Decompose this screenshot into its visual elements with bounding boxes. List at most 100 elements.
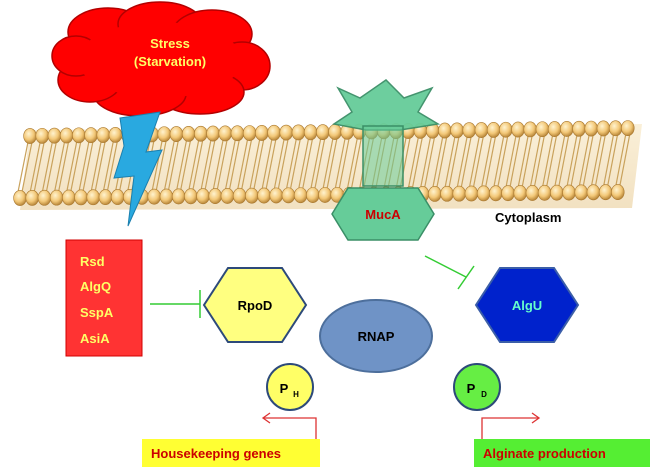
lipid-tail: [594, 134, 606, 187]
lipid-tail: [212, 139, 224, 191]
lightning-bolt-icon: [113, 111, 163, 227]
lipid-tail: [570, 134, 582, 187]
lipid-head: [586, 184, 601, 201]
lipid-head: [279, 124, 293, 141]
lipid-head: [108, 126, 123, 143]
lipid-tail: [21, 141, 33, 193]
lipid-head: [303, 124, 318, 141]
lipid-head: [86, 189, 100, 206]
lipid-tail: [578, 134, 590, 187]
lipid-tail: [94, 140, 106, 192]
lipid-tail: [424, 136, 436, 189]
lipid-head: [96, 127, 110, 143]
lipid-head: [47, 127, 62, 144]
lipid-tail: [151, 140, 163, 191]
lipid-tail: [45, 141, 57, 192]
promoter-pd: P D: [453, 363, 501, 411]
lipid-head: [547, 121, 562, 137]
lipid-tail: [82, 141, 94, 192]
anti-sigma-rsd: Rsd: [80, 254, 105, 269]
lipid-tail: [322, 137, 334, 190]
lipid-tail: [411, 136, 423, 189]
anti-sigma-algq: AlgQ: [80, 279, 111, 294]
lipid-tail: [216, 139, 228, 191]
lipid-tail: [58, 141, 70, 192]
lipid-tail: [29, 141, 41, 192]
lipid-tail: [241, 138, 253, 190]
lipid-tail: [249, 138, 261, 190]
stress-label: Stress: [150, 36, 190, 51]
lipid-head: [242, 125, 257, 142]
lipid-tail: [533, 135, 545, 188]
promoter-ph-subscript: H: [293, 390, 299, 399]
lipid-tail: [481, 135, 493, 188]
lipid-head: [23, 128, 37, 144]
lipid-tail: [176, 139, 188, 191]
lipid-tail: [228, 139, 240, 191]
lipid-head: [220, 188, 235, 204]
lipid-tail: [17, 141, 29, 193]
lipid-head: [535, 121, 550, 138]
lipid-tail: [590, 134, 602, 187]
lipid-tail: [472, 135, 484, 188]
lipid-head: [438, 122, 452, 139]
lipid-tail: [448, 136, 460, 188]
rnap-polymerase: RNAP: [319, 299, 433, 373]
lipid-head: [550, 184, 564, 201]
lipid-tail: [204, 139, 216, 191]
lipid-head: [267, 124, 281, 141]
lipid-head: [611, 184, 625, 200]
algU-label: AlgU: [512, 298, 542, 313]
lipid-head: [450, 122, 464, 139]
lipid-head: [281, 187, 296, 204]
lipid-tail: [521, 135, 533, 188]
mucA-algU-inhibition: [424, 255, 475, 290]
lipid-tail: [505, 135, 517, 188]
lipid-head: [462, 122, 476, 139]
lipid-head: [159, 188, 174, 205]
lipid-head: [621, 120, 635, 137]
mucA-star-top: [332, 79, 441, 131]
lipid-head: [84, 127, 98, 144]
lipid-head: [291, 124, 306, 141]
lipid-tail: [558, 134, 570, 187]
lipid-tail: [509, 135, 521, 188]
lipid-tail: [529, 135, 541, 188]
lipid-tail: [619, 133, 631, 187]
lipid-head: [157, 126, 171, 143]
lipid-tail: [485, 135, 497, 188]
lipid-tail: [237, 138, 249, 190]
anti-sigma-factor-box: Rsd AlgQ SspA AsiA: [65, 239, 143, 357]
lipid-tail: [436, 136, 448, 189]
lipid-bilayer-membrane: [13, 120, 642, 210]
mucA-label: MucA: [365, 207, 401, 222]
lipid-head: [171, 188, 186, 205]
lipid-tail: [444, 136, 456, 188]
lipid-head: [452, 185, 466, 202]
lipid-tail: [298, 138, 310, 190]
lipid-head: [35, 127, 49, 144]
lipid-head: [245, 187, 259, 204]
lipid-tail: [66, 141, 78, 192]
lipid-tail: [582, 134, 594, 187]
lipid-head: [596, 120, 611, 137]
lipid-head: [206, 125, 220, 142]
lipid-tail: [493, 135, 505, 188]
lipid-head: [511, 121, 525, 138]
lipid-tail: [603, 134, 615, 187]
lipid-head: [474, 122, 489, 138]
lipid-tail: [163, 139, 175, 191]
lipid-head: [318, 187, 332, 203]
lipid-tail: [607, 134, 619, 187]
lipid-head: [184, 188, 198, 205]
lipid-tail: [517, 135, 529, 188]
lipid-tail: [542, 134, 554, 187]
lipid-head: [208, 188, 222, 204]
lipid-tail: [33, 141, 45, 192]
housekeeping-genes-label: Housekeeping genes: [151, 446, 281, 461]
lipid-head: [110, 189, 125, 205]
lipid-head: [59, 127, 74, 144]
lipid-head: [316, 124, 330, 141]
lipid-head: [37, 189, 52, 206]
housekeeping-transcription-arrow: [261, 412, 317, 440]
